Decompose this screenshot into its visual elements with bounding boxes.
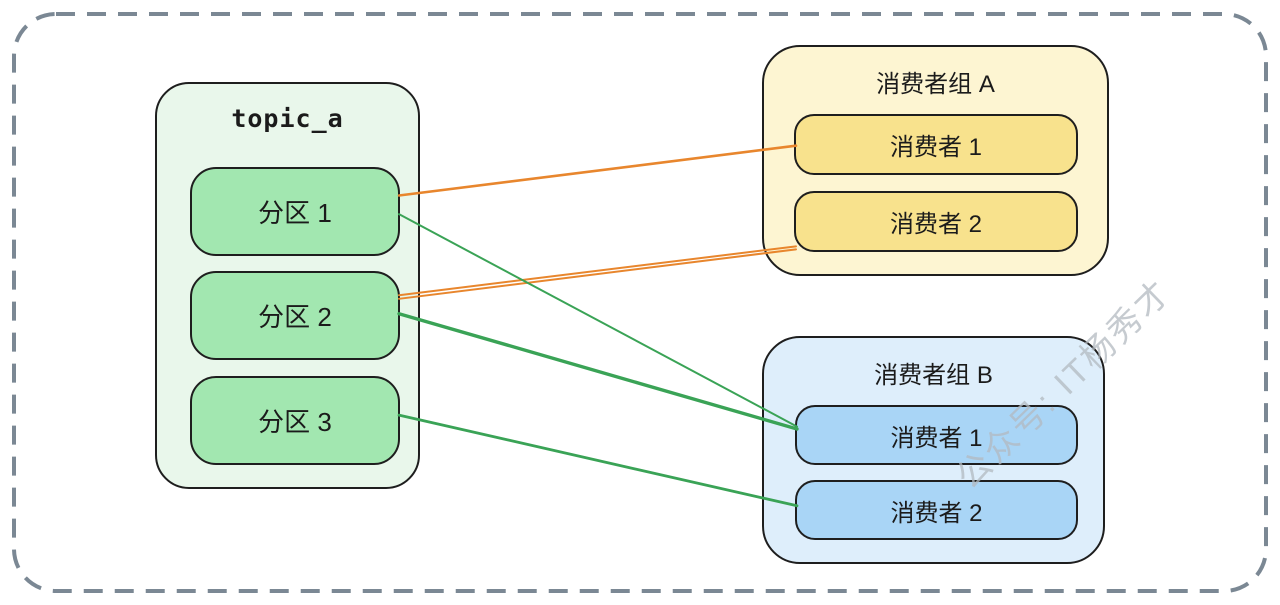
partition-1: 分区 1 bbox=[190, 167, 400, 256]
group-b-consumer-2: 消费者 2 bbox=[795, 480, 1078, 540]
partition-3-label: 分区 3 bbox=[258, 407, 332, 437]
group-a-consumer-1: 消费者 1 bbox=[794, 114, 1078, 175]
group-b-consumer-1-label: 消费者 1 bbox=[890, 424, 983, 452]
group-b-consumer-2-label: 消费者 2 bbox=[890, 499, 983, 527]
partition-3: 分区 3 bbox=[190, 376, 400, 465]
group-b-consumer-1: 消费者 1 bbox=[795, 405, 1078, 465]
group-a-consumer-2: 消费者 2 bbox=[794, 191, 1078, 252]
partition-2: 分区 2 bbox=[190, 271, 400, 360]
topic-title: topic_a bbox=[231, 104, 344, 133]
partition-1-label: 分区 1 bbox=[258, 198, 332, 228]
consumer-group-b-box: 消费者组 B 消费者 1 消费者 2 bbox=[762, 336, 1105, 564]
group-a-consumer-1-label: 消费者 1 bbox=[889, 134, 982, 161]
consumer-group-a-title: 消费者组 A bbox=[876, 71, 995, 98]
consumer-group-b-title: 消费者组 B bbox=[874, 362, 993, 389]
topic-box: topic_a 分区 1 分区 2 分区 3 bbox=[155, 82, 420, 489]
consumer-group-a-box: 消费者组 A 消费者 1 消费者 2 bbox=[762, 45, 1109, 276]
partition-2-label: 分区 2 bbox=[258, 302, 332, 332]
group-a-consumer-2-label: 消费者 2 bbox=[889, 211, 982, 238]
